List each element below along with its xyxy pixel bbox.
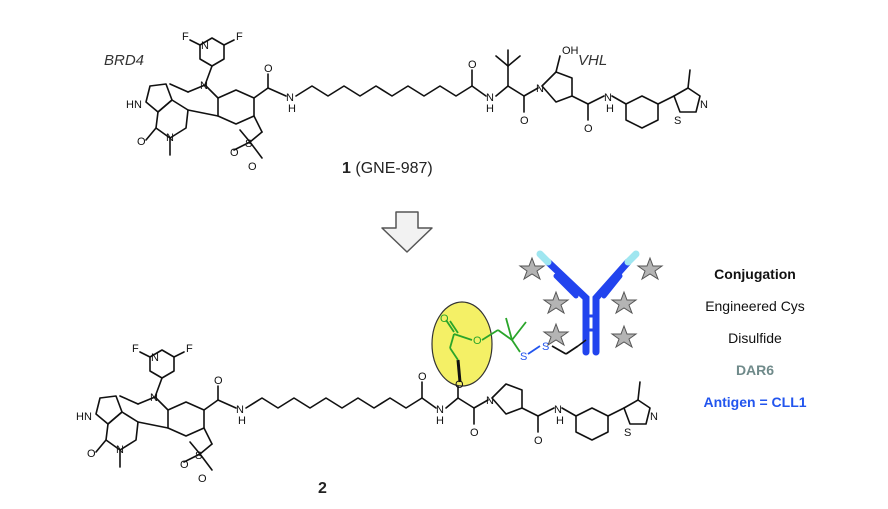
compound-2-number: 2 (318, 480, 327, 497)
svg-text:N: N (166, 132, 174, 144)
svg-text:N: N (116, 444, 124, 456)
payload-star-icon (636, 256, 664, 281)
compound-1-number: 1 (342, 160, 351, 177)
carbonate-linker (445, 317, 579, 383)
svg-text:N: N (536, 83, 544, 95)
svg-text:O: O (473, 335, 482, 347)
svg-text:O: O (214, 375, 223, 387)
svg-text:N: N (436, 404, 444, 416)
svg-text:S: S (542, 341, 549, 353)
svg-text:O: O (137, 136, 146, 148)
conjugation-antigen: Antigen = CLL1 (703, 394, 807, 410)
payload-star-icon (610, 290, 638, 315)
payload-star-icon (518, 256, 546, 281)
svg-text:H: H (606, 103, 614, 115)
svg-text:O: O (584, 123, 593, 135)
svg-text:O: O (248, 161, 257, 173)
svg-text:N: N (150, 392, 158, 404)
svg-text:F: F (132, 343, 139, 355)
svg-text:N: N (486, 92, 494, 104)
svg-text:F: F (182, 31, 189, 43)
svg-text:H: H (556, 415, 564, 427)
conjugation-engineered-cys: Engineered Cys (705, 298, 805, 314)
svg-text:HN: HN (76, 411, 92, 423)
antibody-icon (536, 250, 640, 356)
compound-2-caption: 2 (318, 480, 327, 498)
svg-text:O: O (418, 371, 427, 383)
compound-1-atoms: F F N N HN O N O N H S O O O N H O N OH … (126, 31, 708, 173)
svg-text:HN: HN (126, 99, 142, 111)
svg-text:H: H (288, 103, 296, 115)
svg-text:O: O (87, 448, 96, 460)
svg-text:O: O (470, 427, 479, 439)
svg-text:O: O (440, 313, 449, 325)
svg-text:N: N (200, 80, 208, 92)
svg-text:O: O (468, 59, 477, 71)
payload-star-icon (610, 324, 638, 349)
compound-2-structure (95, 349, 651, 471)
svg-text:N: N (286, 92, 294, 104)
svg-text:O: O (230, 147, 239, 159)
svg-text:O: O (180, 459, 189, 471)
svg-text:S: S (674, 115, 681, 127)
svg-text:N: N (201, 40, 209, 52)
svg-text:S: S (520, 351, 527, 363)
compound-1-structure (145, 37, 701, 159)
down-arrow-icon (381, 211, 433, 253)
conjugation-title: Conjugation (714, 266, 796, 282)
svg-text:O: O (520, 115, 529, 127)
svg-text:N: N (151, 352, 159, 364)
svg-text:H: H (238, 415, 246, 427)
conjugation-dar: DAR6 (735, 362, 775, 378)
payload-stars (518, 256, 664, 349)
svg-text:S: S (624, 427, 631, 439)
svg-text:N: N (486, 395, 494, 407)
vhl-label: VHL (578, 52, 608, 69)
payload-star-icon (542, 322, 570, 347)
svg-text:S: S (195, 450, 202, 462)
conjugation-disulfide: Disulfide (728, 330, 782, 346)
compound-1-caption: 1 (GNE-987) (342, 160, 433, 178)
svg-text:N: N (650, 411, 658, 423)
svg-text:OH: OH (562, 45, 579, 57)
svg-text:N: N (604, 92, 612, 104)
brd4-label: BRD4 (104, 52, 145, 69)
svg-text:O: O (198, 473, 207, 485)
svg-text:N: N (236, 404, 244, 416)
svg-text:S: S (245, 138, 252, 150)
payload-star-icon (542, 290, 570, 315)
svg-text:O: O (534, 435, 543, 447)
compound-2-atoms: F F N N HN O N O N H S O O O N H O N O O… (76, 313, 658, 485)
svg-text:O: O (455, 379, 464, 391)
svg-text:N: N (554, 404, 562, 416)
svg-text:F: F (236, 31, 243, 43)
svg-text:F: F (186, 343, 193, 355)
compound-1-name: (GNE-987) (355, 160, 433, 177)
svg-text:H: H (436, 415, 444, 427)
svg-text:H: H (486, 103, 494, 115)
svg-text:N: N (700, 99, 708, 111)
svg-text:O: O (264, 63, 273, 75)
